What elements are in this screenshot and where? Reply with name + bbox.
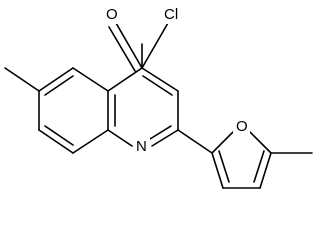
bond-c2-furan (177, 129, 213, 154)
bond-c4a-c5 (72, 67, 109, 92)
atom-label-furan-oxygen: O (236, 118, 248, 135)
bond-c-o-double-b (108, 26, 136, 72)
bond-lines (4, 22, 313, 189)
bond-c8-c8a (72, 129, 109, 154)
bond-c7-c8-double-b (44, 125, 74, 146)
bond-c5-c6-double-a (38, 67, 74, 92)
atom-label-chlorine: Cl (164, 6, 178, 23)
atom-labels: O Cl N O (104, 6, 250, 155)
bond-furan-c4-c5-double-a (259, 152, 272, 189)
bond-c5-c6-double-b (44, 75, 74, 96)
bond-c4-c3-double-b (142, 75, 173, 96)
bond-furan-c5-o (249, 131, 272, 154)
bond-c2-n1-double-b (149, 125, 172, 140)
bond-furan-c4-c5-double-b (253, 150, 265, 183)
atom-label-ring-nitrogen: N (136, 138, 147, 155)
bond-c-o-double-a (115, 22, 143, 69)
bond-c4a-c4 (107, 67, 143, 92)
bond-c7-c8-double-a (38, 129, 74, 154)
bond-furan-o-c2 (211, 131, 234, 154)
bond-furan-c2-c3-double-b (218, 150, 230, 183)
bond-n1-c8a (107, 129, 133, 147)
bond-c-cl (141, 22, 169, 69)
bond-c4-c3-double-a (141, 67, 179, 92)
bond-c6-methyl (4, 67, 40, 92)
chemical-structure-diagram: O Cl N O (4, 6, 313, 189)
bond-furan-c2-c3-double-a (211, 152, 224, 189)
bond-c2-n1-double-a (151, 129, 179, 147)
atom-label-carbonyl-oxygen: O (106, 6, 118, 23)
